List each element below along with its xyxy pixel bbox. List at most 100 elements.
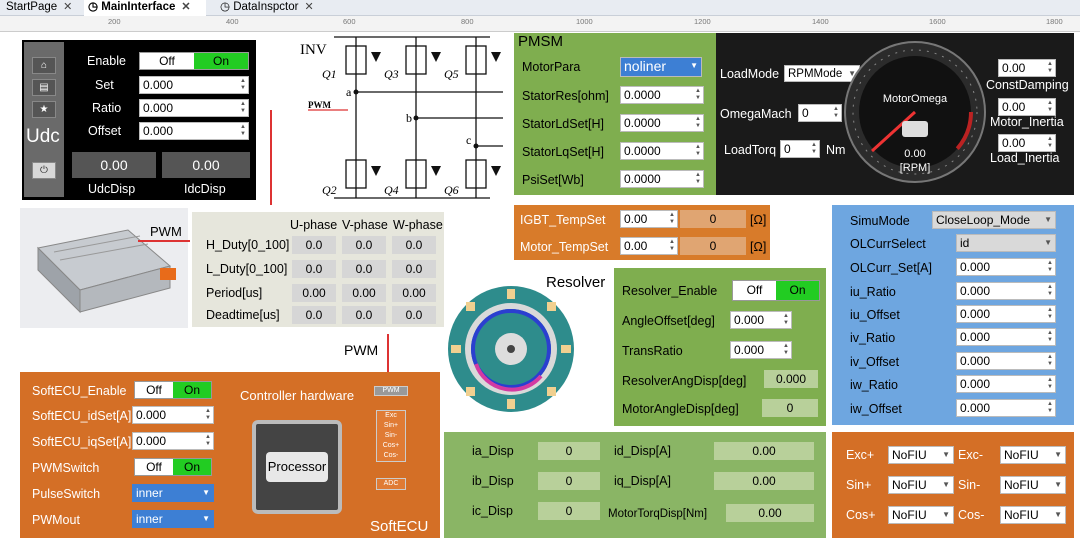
pwmout-select[interactable]: inner▼ <box>132 510 214 528</box>
sinm-select[interactable]: NoFIU▼ <box>1000 476 1066 494</box>
home-icon[interactable]: ⌂ <box>32 57 56 74</box>
statorres-input[interactable]: 0.0000▲▼ <box>620 86 704 104</box>
spin-icon[interactable]: ▲▼ <box>695 172 701 185</box>
loadmode-select[interactable]: RPMMode▼ <box>784 65 860 82</box>
udc-offset-input[interactable]: 0.000▲▼ <box>139 122 249 140</box>
sinp-select[interactable]: NoFIU▼ <box>888 476 954 494</box>
igbt-temp-input[interactable]: 0.00▲▼ <box>620 210 678 228</box>
spin-icon[interactable]: ▲▼ <box>695 88 701 101</box>
menu-icon[interactable]: ▤ <box>32 79 56 96</box>
toggle-off[interactable]: Off <box>135 459 173 475</box>
controller-photo: PWM <box>20 208 188 328</box>
iqset-input[interactable]: 0.000▲▼ <box>132 432 214 450</box>
psi-input[interactable]: 0.0000▲▼ <box>620 170 704 188</box>
tab-maininterface[interactable]: ◷ MainInterface✕ <box>84 0 206 16</box>
toggle-off[interactable]: Off <box>135 382 173 398</box>
motorpara-select[interactable]: noliner▼ <box>620 57 702 77</box>
toggle-on[interactable]: On <box>173 382 211 398</box>
spin-icon[interactable]: ▲▼ <box>695 144 701 157</box>
spin-icon[interactable]: ▲▼ <box>240 78 246 91</box>
spin-icon[interactable]: ▲▼ <box>240 101 246 114</box>
processor-label: Processor <box>266 452 328 482</box>
spin-icon[interactable]: ▲▼ <box>833 106 839 119</box>
torq-input[interactable]: 0▲▼ <box>780 140 820 158</box>
spin-icon[interactable]: ▲▼ <box>695 116 701 129</box>
value: 0.0000 <box>624 144 661 158</box>
load-inertia-input[interactable]: 0.00▲▼ <box>998 134 1056 152</box>
star-icon[interactable]: ★ <box>32 101 56 118</box>
spin-icon[interactable]: ▲▼ <box>783 313 789 326</box>
chevron-down-icon: ▼ <box>942 510 950 519</box>
const-damping-input[interactable]: 0.00▲▼ <box>998 59 1056 77</box>
tab-datainspector[interactable]: ◷ DataInspctor✕ <box>216 0 332 16</box>
spin-icon[interactable]: ▲▼ <box>1047 136 1053 149</box>
spin-icon[interactable]: ▲▼ <box>1047 401 1053 414</box>
close-icon[interactable]: ✕ <box>181 1 191 13</box>
spin-icon[interactable]: ▲▼ <box>1047 307 1053 320</box>
spin-icon[interactable]: ▲▼ <box>1047 61 1053 74</box>
spin-icon[interactable]: ▲▼ <box>1047 377 1053 390</box>
motor-temp-input[interactable]: 0.00▲▼ <box>620 237 678 255</box>
gauge-value: 0.00 <box>904 148 925 160</box>
olset-input[interactable]: 0.000▲▼ <box>956 258 1056 276</box>
iu-offset-input[interactable]: 0.000▲▼ <box>956 305 1056 323</box>
transratio-input[interactable]: 0.000▲▼ <box>730 341 792 359</box>
iv-offset-input[interactable]: 0.000▲▼ <box>956 352 1056 370</box>
toggle-off[interactable]: Off <box>140 53 194 69</box>
iu-ratio-input[interactable]: 0.000▲▼ <box>956 282 1056 300</box>
ld-input[interactable]: 0.0000▲▼ <box>620 114 704 132</box>
spin-icon[interactable]: ▲▼ <box>1047 284 1053 297</box>
cosp-select[interactable]: NoFIU▼ <box>888 506 954 524</box>
pwmswitch-label: PWMSwitch <box>32 461 100 475</box>
value: 0.00 <box>1002 100 1026 114</box>
spin-icon[interactable]: ▲▼ <box>240 124 246 137</box>
lq-input[interactable]: 0.0000 ▲▼ <box>620 142 704 160</box>
olcurr-select[interactable]: id▼ <box>956 234 1056 252</box>
spin-icon[interactable]: ▲▼ <box>811 142 817 155</box>
toggle-on[interactable]: On <box>776 281 819 300</box>
simumode-select[interactable]: CloseLoop_Mode▼ <box>932 211 1056 229</box>
spin-icon[interactable]: ▲▼ <box>669 239 675 252</box>
spin-icon[interactable]: ▲▼ <box>783 343 789 356</box>
toggle-on[interactable]: On <box>173 459 211 475</box>
motor-inertia-input[interactable]: 0.00 ▲▼ <box>998 98 1056 116</box>
spin-icon[interactable]: ▲▼ <box>1047 100 1053 113</box>
angoffset-input[interactable]: 0.000▲▼ <box>730 311 792 329</box>
omega-input[interactable]: 0▲▼ <box>798 104 842 122</box>
pulseswitch-select[interactable]: inner▼ <box>132 484 214 502</box>
spin-icon[interactable]: ▲▼ <box>1047 354 1053 367</box>
idset-input[interactable]: 0.000▲▼ <box>132 406 214 424</box>
iw-offset-input[interactable]: 0.000▲▼ <box>956 399 1056 417</box>
iw-ratio-input[interactable]: 0.000▲▼ <box>956 375 1056 393</box>
cosm-select[interactable]: NoFIU▼ <box>1000 506 1066 524</box>
spin-icon[interactable]: ▲▼ <box>205 408 211 421</box>
duty-cell: 0.0 <box>342 306 386 324</box>
power-icon[interactable]: ⏻ <box>32 162 56 179</box>
close-icon[interactable]: ✕ <box>63 1 73 13</box>
spin-icon[interactable]: ▲▼ <box>205 434 211 447</box>
udc-set-input[interactable]: 0.000▲▼ <box>139 76 249 94</box>
close-icon[interactable]: ✕ <box>304 1 314 13</box>
spin-icon[interactable]: ▲▼ <box>1047 260 1053 273</box>
spin-icon[interactable]: ▲▼ <box>1047 330 1053 343</box>
ld-label: StatorLdSet[H] <box>522 117 604 131</box>
iv-ratio-input[interactable]: 0.000▲▼ <box>956 328 1056 346</box>
chevron-down-icon: ▼ <box>1044 215 1052 224</box>
value: inner <box>136 486 163 500</box>
excp-select[interactable]: NoFIU▼ <box>888 446 954 464</box>
toggle-off[interactable]: Off <box>733 281 776 300</box>
tab-startpage[interactable]: StartPage ✕ <box>2 0 82 16</box>
toggle-on[interactable]: On <box>194 53 248 69</box>
udc-ratio-input[interactable]: 0.000▲▼ <box>139 99 249 117</box>
pmsm-title: PMSM <box>518 33 563 50</box>
excm-select[interactable]: NoFIU▼ <box>1000 446 1066 464</box>
tab-label: StartPage <box>6 1 58 13</box>
spin-icon[interactable]: ▲▼ <box>669 212 675 225</box>
value: RPMMode <box>788 68 843 80</box>
